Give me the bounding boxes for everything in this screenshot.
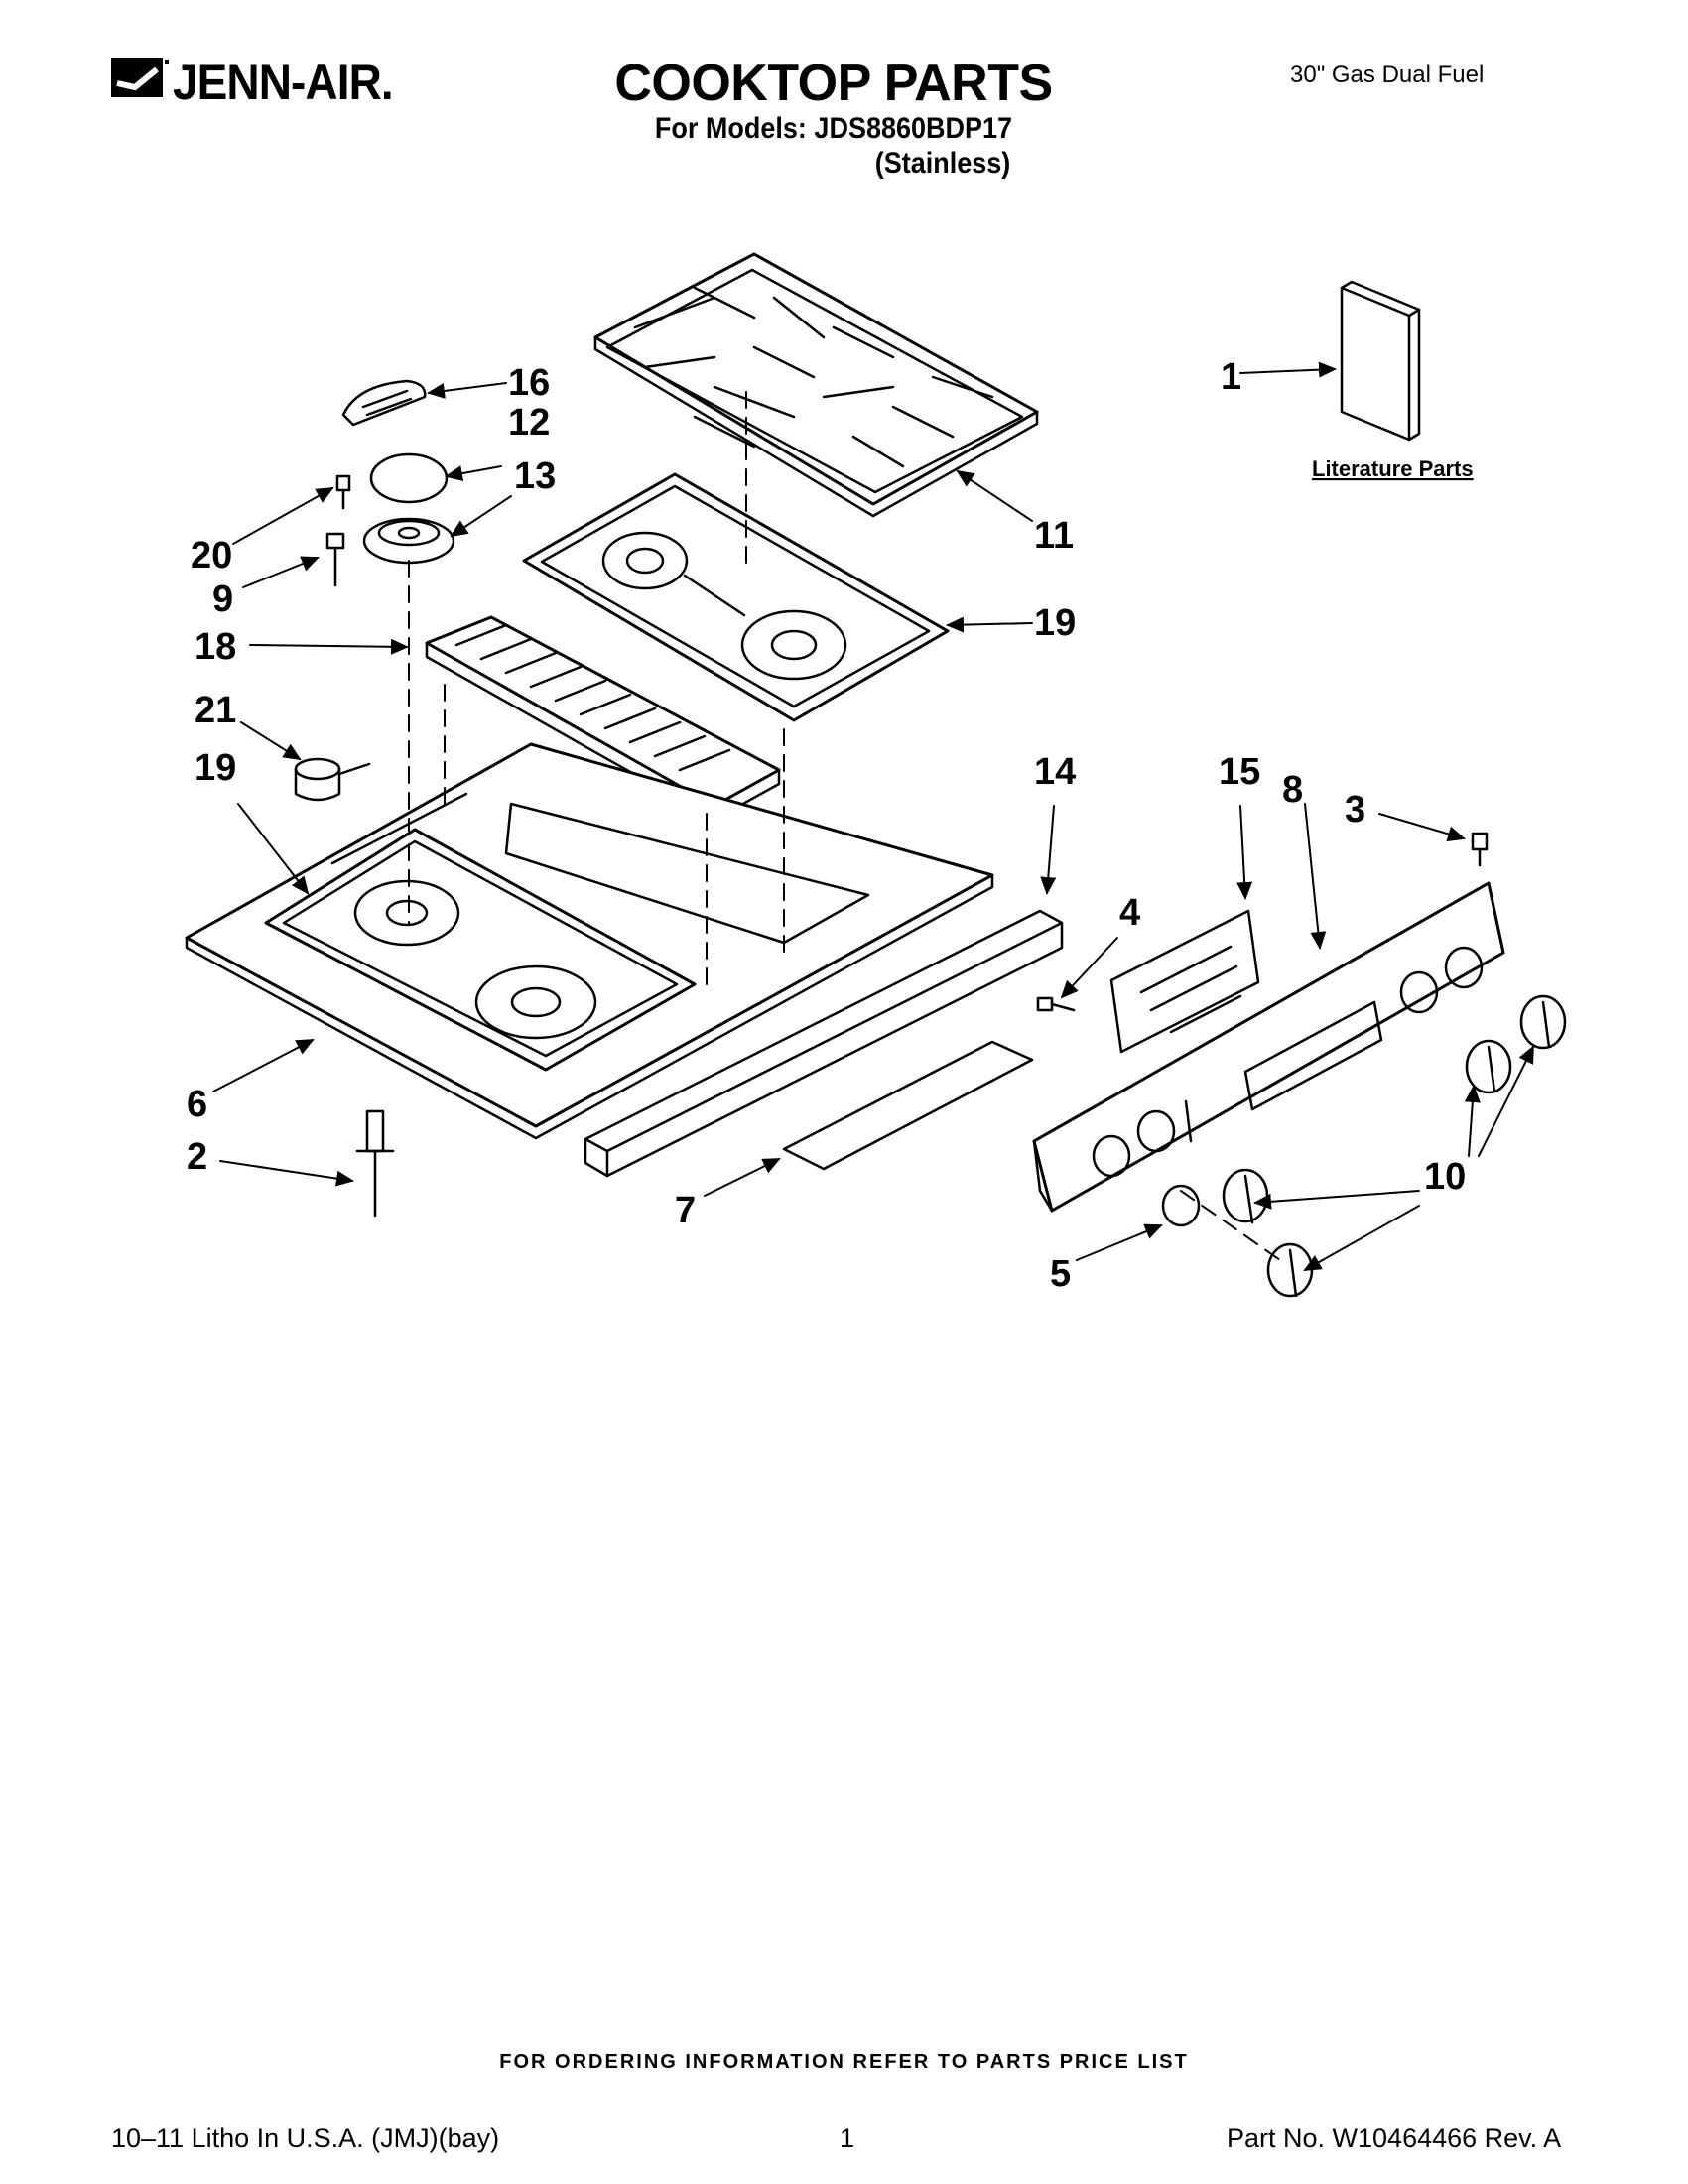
igniter-2	[355, 1109, 395, 1218]
literature-parts-label: Literature Parts	[1312, 456, 1474, 481]
callout-9: 9	[212, 578, 233, 620]
control-panel	[1032, 881, 1505, 1213]
electrode-9	[325, 532, 345, 587]
seal-ring	[1161, 1184, 1201, 1227]
callout-19-lower: 19	[195, 747, 236, 789]
brand-name: JENN-AIR.	[173, 55, 394, 110]
heat-shield	[782, 1040, 1034, 1171]
callout-20: 20	[191, 535, 232, 577]
screw-3	[1471, 832, 1489, 867]
knob	[1465, 1039, 1512, 1094]
upper-burner-pan	[522, 472, 950, 722]
burner-cap-12	[369, 452, 449, 504]
callout-13: 13	[514, 455, 556, 497]
callout-6: 6	[187, 1084, 207, 1125]
burner-base-13	[362, 517, 455, 565]
screw-4	[1036, 996, 1076, 1012]
callout-19-upper: 19	[1034, 602, 1076, 644]
litho-info: 10–11 Litho In U.S.A. (JMJ)(bay)	[111, 2123, 500, 2153]
part-number: Part No. W10464466 Rev. A	[1227, 2123, 1562, 2153]
callout-15: 15	[1219, 751, 1260, 793]
jenn-air-logo-icon	[111, 58, 169, 97]
callout-21: 21	[195, 690, 236, 731]
callout-12: 12	[508, 402, 550, 444]
callout-7: 7	[675, 1190, 696, 1231]
callout-10: 10	[1424, 1156, 1466, 1198]
callout-4: 4	[1119, 892, 1140, 934]
literature-booklet	[1340, 280, 1421, 442]
page-title: COOKTOP PARTS	[614, 55, 1053, 112]
callout-1: 1	[1221, 356, 1241, 398]
model-description: 30" Gas Dual Fuel	[1290, 62, 1485, 88]
assembly-lines	[408, 391, 1281, 1261]
callout-5: 5	[1050, 1253, 1071, 1295]
knob	[1266, 1242, 1314, 1298]
control-board	[1109, 909, 1260, 1054]
callout-18: 18	[195, 626, 236, 668]
callout-2: 2	[187, 1136, 207, 1178]
callout-numbers: 1 2 3 4 5 6 7 8 9 10 11 12 13 14 15 16 1…	[187, 356, 1466, 1295]
ordering-note: FOR ORDERING INFORMATION REFER TO PARTS …	[499, 2051, 1189, 2073]
page-number: 1	[840, 2123, 855, 2153]
burner-grate	[593, 252, 1039, 518]
burner-cap-16	[341, 379, 427, 427]
callout-8: 8	[1282, 769, 1303, 811]
callout-11: 11	[1034, 515, 1074, 557]
leader-lines	[212, 361, 1534, 1271]
screw-20	[335, 474, 351, 510]
brand-logo: JENN-AIR.	[111, 55, 394, 110]
damper-21	[294, 757, 371, 802]
model-line: For Models: JDS8860BDP17	[654, 112, 1013, 145]
lower-burner-pan	[264, 828, 697, 1072]
rear-channel	[584, 909, 1064, 1178]
callout-14: 14	[1034, 751, 1076, 793]
callout-16: 16	[508, 362, 550, 404]
knob	[1519, 994, 1567, 1050]
knob	[1222, 1168, 1269, 1224]
callout-3: 3	[1345, 789, 1365, 831]
finish-label: (Stainless)	[874, 147, 1011, 180]
